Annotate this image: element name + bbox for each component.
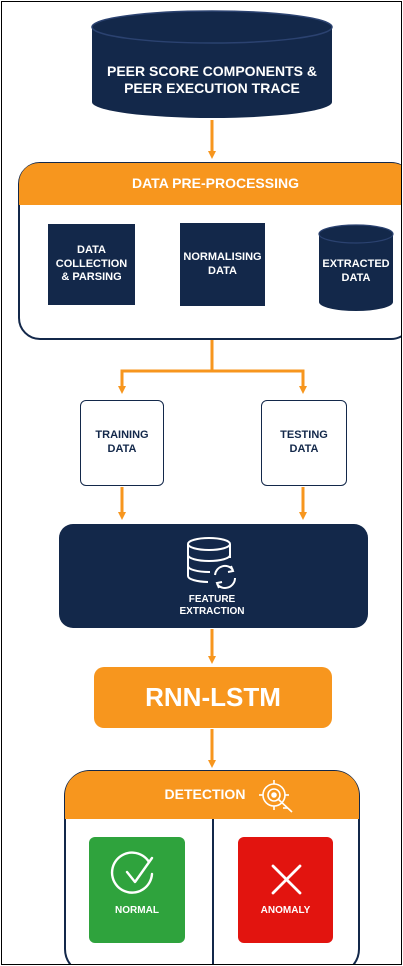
source-label: PEER SCORE COMPONENTS & PEER EXECUTION T… <box>106 62 318 97</box>
extracted-cylinder <box>318 224 394 311</box>
database-sync-icon <box>186 537 236 589</box>
testing-box: TESTING DATA <box>261 400 347 486</box>
x-mark-icon <box>271 864 302 895</box>
preprocessing-title: DATA PRE-PROCESSING <box>19 163 401 205</box>
model-box: RNN-LSTM <box>94 667 332 728</box>
feature-extraction-label: FEATURE EXTRACTION <box>179 594 245 617</box>
anomaly-label: ANOMALY <box>260 904 311 916</box>
collection-box: DATA COLLECTION & PARSING <box>48 224 135 305</box>
extracted-label: EXTRACTED DATA <box>322 258 390 284</box>
normal-label: NORMAL <box>115 904 159 916</box>
detection-title: DETECTION <box>164 786 246 803</box>
training-box: TRAINING DATA <box>80 400 164 486</box>
detection-divider <box>212 819 214 964</box>
normal-box <box>89 837 185 943</box>
normalising-box: NORMALISING DATA <box>180 223 265 306</box>
source-cylinder <box>91 10 333 118</box>
detection-header <box>65 771 359 819</box>
arrow-split-to-training <box>118 340 214 394</box>
feature-extraction-box <box>59 524 368 628</box>
check-circle-icon <box>110 851 154 894</box>
anomaly-box <box>238 837 333 943</box>
arrow-split-to-testing <box>212 369 307 394</box>
target-icon <box>259 780 293 813</box>
